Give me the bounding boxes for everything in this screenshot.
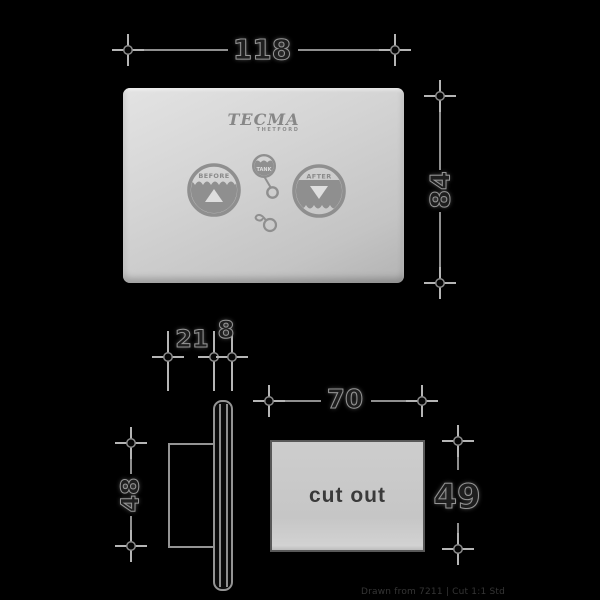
dim-height-line-top bbox=[439, 108, 441, 170]
brand-logo: TECMA THETFORD bbox=[228, 110, 300, 133]
before-flush-button: BEFORE bbox=[187, 163, 241, 217]
tank-water-icon bbox=[254, 160, 274, 176]
dim-tick bbox=[115, 530, 147, 562]
before-button-label: BEFORE bbox=[198, 172, 229, 180]
dim-box-height-line-top bbox=[130, 456, 132, 474]
dim-profile-thickness: 8 bbox=[217, 316, 235, 344]
dim-tick bbox=[442, 425, 474, 457]
dim-cutout-width-line-right bbox=[371, 400, 409, 402]
after-flush-button: AFTER bbox=[292, 164, 346, 218]
panel-side-profile bbox=[213, 400, 233, 591]
cutout-label: cut out bbox=[309, 484, 386, 507]
water-drain-icon bbox=[296, 180, 342, 209]
dim-width-line-right bbox=[298, 49, 382, 51]
tank-level-indicator: TANK bbox=[251, 153, 279, 199]
indicator-stem bbox=[263, 176, 272, 189]
tecma-logo-text: TECMA bbox=[227, 110, 300, 129]
dim-panel-height: 84 bbox=[425, 171, 457, 210]
mounting-box-profile bbox=[168, 443, 215, 548]
dim-cutout-width-line-left bbox=[283, 400, 321, 402]
dim-tick bbox=[216, 331, 248, 391]
dim-cutout-height-line-top bbox=[457, 453, 459, 470]
dim-tick bbox=[115, 427, 147, 459]
up-triangle-icon bbox=[205, 189, 223, 202]
dim-panel-width: 118 bbox=[232, 33, 292, 66]
profile-layer-line bbox=[226, 404, 228, 587]
dim-width-line-left bbox=[142, 49, 228, 51]
dim-tick bbox=[442, 533, 474, 565]
cutout-rectangle: cut out bbox=[270, 440, 425, 552]
tank-label: TANK bbox=[257, 167, 273, 173]
water-rise-icon bbox=[191, 181, 237, 213]
key-icon bbox=[254, 213, 278, 233]
dim-tick bbox=[379, 34, 411, 66]
dim-height-line-bottom bbox=[439, 212, 441, 270]
down-triangle-icon bbox=[310, 186, 328, 199]
dim-cutout-height-line-bottom bbox=[457, 523, 459, 538]
dim-tick bbox=[198, 331, 230, 391]
after-button-label: AFTER bbox=[306, 173, 331, 181]
watermark-text: Drawn from 7211 | Cut 1:1 Std bbox=[360, 587, 505, 597]
thetford-logo-text: THETFORD bbox=[256, 127, 300, 133]
dim-box-height-line-bottom bbox=[130, 516, 132, 534]
dim-cutout-width: 70 bbox=[326, 385, 364, 415]
dim-tick bbox=[253, 385, 285, 417]
dim-tick bbox=[112, 34, 144, 66]
dim-box-height: 48 bbox=[115, 477, 145, 513]
indicator-lamp-circle bbox=[266, 186, 279, 199]
profile-layer-line bbox=[219, 404, 221, 587]
dim-tick bbox=[152, 331, 184, 391]
dim-profile-depth: 21 bbox=[175, 325, 209, 353]
dim-tick bbox=[424, 80, 456, 112]
dim-tick bbox=[424, 267, 456, 299]
dim-tick bbox=[406, 385, 438, 417]
dim-cutout-height: 49 bbox=[433, 477, 481, 517]
control-panel-front-view: TECMA THETFORD BEFORE AFTER bbox=[123, 88, 404, 283]
